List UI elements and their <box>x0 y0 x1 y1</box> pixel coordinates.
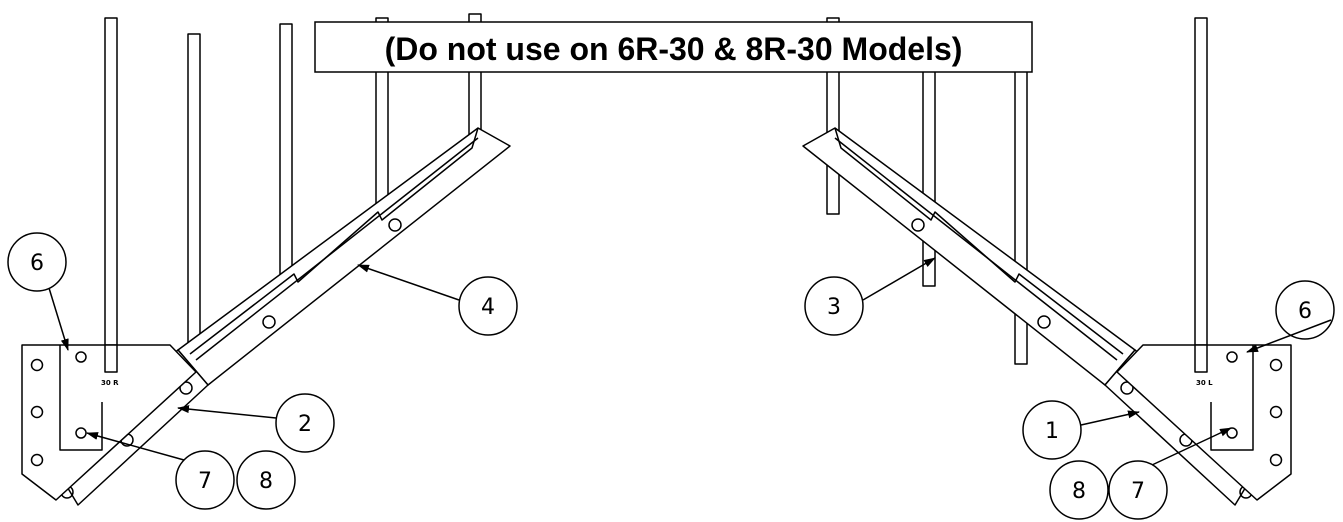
left-support-bar <box>177 127 511 386</box>
right-support-bar <box>802 127 1136 386</box>
left-bracket-stamp: 30 R <box>101 379 119 387</box>
left-rod-1 <box>104 17 118 371</box>
callout-1: 1 <box>1045 419 1059 444</box>
left-assembly: 30 R <box>7 13 518 510</box>
right-callout-labels: 6 3 1 8 7 <box>827 295 1312 504</box>
left-bar-hole <box>388 218 402 232</box>
left-leader-lines <box>48 264 460 461</box>
left-bar-body <box>177 127 511 386</box>
callout-bubble <box>7 232 67 292</box>
right-mounting-bracket <box>1116 344 1292 501</box>
left-bar-hole <box>262 315 276 329</box>
callout-6-right: 6 <box>1298 299 1312 324</box>
left-callout-labels: 6 4 2 7 8 <box>30 251 495 494</box>
callout-8-left: 8 <box>259 469 273 494</box>
left-bracket-plate <box>21 344 197 501</box>
warning-banner: (Do not use on 6R-30 & 8R-30 Models) <box>314 21 1033 73</box>
left-bracket-slot <box>75 351 87 363</box>
callout-bubble <box>175 450 235 510</box>
right-assembly <box>802 17 1335 520</box>
right-bracket-stamp: 30 L <box>1196 379 1213 387</box>
callout-4: 4 <box>481 295 495 320</box>
callout-3: 3 <box>827 295 841 320</box>
callout-bubble <box>236 450 296 510</box>
left-rod-2 <box>187 33 201 365</box>
callout-2: 2 <box>298 412 312 437</box>
left-mounting-bracket: 30 R <box>21 344 197 501</box>
callout-6-left: 6 <box>30 251 44 276</box>
banner-box <box>314 21 1033 73</box>
left-callouts <box>7 232 518 510</box>
right-leader-lines <box>862 257 1332 466</box>
left-rod-3 <box>279 23 293 287</box>
callout-7-left: 7 <box>198 469 212 494</box>
callout-bubble <box>275 393 335 453</box>
left-bracket-slot <box>75 427 87 439</box>
banner-text: (Do not use on 6R-30 & 8R-30 Models) <box>385 31 963 67</box>
callout-7-right: 7 <box>1131 479 1145 504</box>
callout-bubble <box>458 276 518 336</box>
left-bar-flange <box>189 127 479 355</box>
callout-8-right: 8 <box>1072 479 1086 504</box>
